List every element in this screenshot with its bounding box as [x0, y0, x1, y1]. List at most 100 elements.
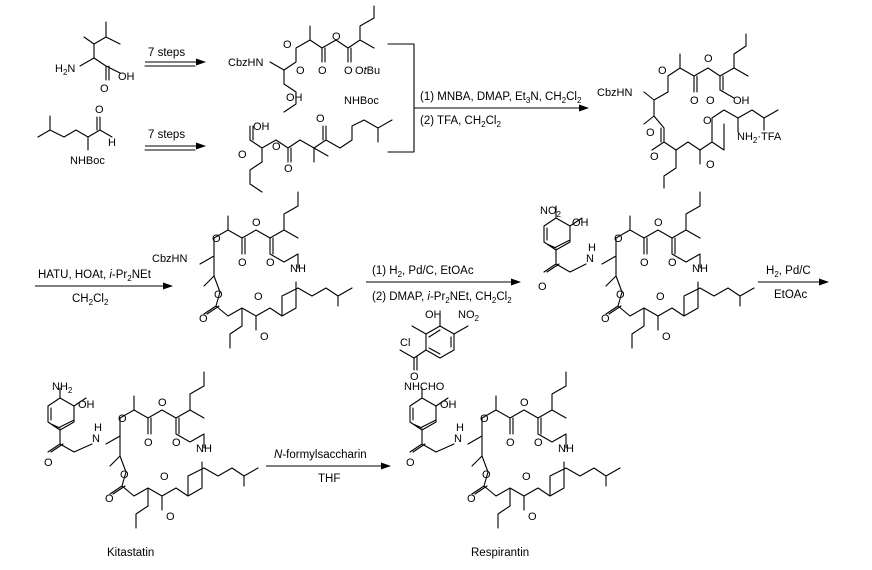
- kita-o1: O: [118, 413, 127, 425]
- nm-nh: NH: [692, 263, 708, 275]
- isoleucine-structure: H2N O OH: [55, 21, 135, 95]
- h2n-label: H2N: [55, 63, 75, 77]
- kita-o5: O: [120, 469, 129, 481]
- h2-pdc-label: H2, Pd/C: [766, 265, 811, 279]
- leucinal-structure: O H NHBoc: [37, 104, 116, 167]
- cl-label: Cl: [400, 337, 410, 349]
- resp-o3: O: [520, 397, 529, 409]
- carbonyl-o-b1: O: [238, 149, 247, 161]
- cbzhn-label-seco: CbzHN: [597, 87, 633, 99]
- acid-chloride-structure: Cl OH NO2 O: [399, 309, 480, 383]
- fragment-b-structure: OH O O O O NHBoc: [238, 95, 393, 193]
- kita-o8: O: [166, 511, 175, 523]
- kita-o7: O: [160, 471, 169, 483]
- nm-o4: O: [668, 257, 677, 269]
- nm-o1: O: [614, 233, 623, 245]
- esterification-arrow: (1) MNBA, DMAP, Et3N, CH2Cl2 (2) TFA, CH…: [414, 91, 589, 129]
- seco-o6: O: [650, 151, 659, 163]
- thf-label: THF: [318, 473, 340, 485]
- hatu-condition: HATU, HOAt, i-Pr2NEt: [38, 269, 152, 283]
- etoac-label: EtOAc: [774, 289, 807, 301]
- acid-oh: OH: [118, 71, 135, 83]
- resp-nhcho-label: NHCHO: [404, 381, 445, 393]
- resp-o5: O: [482, 469, 491, 481]
- seco-o3: O: [704, 53, 713, 65]
- kitastatin-label: Kitastatin: [107, 547, 154, 559]
- macro-o5: O: [214, 289, 223, 301]
- nhboc-label-1: NHBoc: [70, 155, 105, 167]
- resp-oh-label: OH: [440, 399, 457, 411]
- step1-condition-b: (2) TFA, CH2Cl2: [420, 115, 501, 129]
- seco-o4: O: [706, 95, 715, 107]
- seven-steps-arrow-2: 7 steps: [144, 129, 206, 151]
- seco-o2: O: [690, 95, 699, 107]
- seven-steps-label-1: 7 steps: [148, 47, 185, 59]
- resp-o1: O: [480, 413, 489, 425]
- seven-steps-arrow-1: 7 steps: [144, 47, 206, 67]
- aldehyde-o: O: [95, 104, 104, 116]
- combine-bracket: [387, 43, 415, 153]
- seco-o1: O: [658, 65, 667, 77]
- cbzhn-label-a: CbzHN: [228, 57, 264, 69]
- kita-o4: O: [172, 437, 181, 449]
- respirantin-label: Respirantin: [471, 547, 529, 559]
- macro-o4: O: [266, 257, 275, 269]
- ester-o-a2: O: [332, 31, 341, 43]
- nm-o5: O: [616, 289, 625, 301]
- ester-o-a1: O: [283, 39, 292, 51]
- formylation-arrow: N-formylsaccharin THF: [266, 449, 391, 485]
- step1-condition-a: (1) MNBA, DMAP, Et3N, CH2Cl2: [420, 91, 582, 105]
- hydroxyl-a: OH: [286, 92, 303, 104]
- resp-o6: O: [467, 493, 476, 505]
- seco-o8: O: [706, 159, 715, 171]
- nm-o8: O: [662, 331, 671, 343]
- macro-o1: O: [212, 233, 221, 245]
- hatu-solvent: CH2Cl2: [72, 293, 109, 307]
- macro-o2: O: [238, 257, 247, 269]
- acid-chloride-oh: OH: [425, 309, 442, 321]
- resp-amide-o: O: [406, 457, 415, 469]
- kita-nh2-label: NH2: [52, 381, 73, 395]
- acid-chloride-no2: NO2: [458, 309, 480, 323]
- macro-no2-label: NO2: [540, 205, 562, 219]
- macro-o8: O: [260, 331, 269, 343]
- kita-nh: NH: [196, 443, 212, 455]
- kita-o3: O: [158, 397, 167, 409]
- nhboc-label-2: NHBoc: [344, 95, 379, 107]
- aldehyde-h: H: [108, 137, 116, 149]
- ketone-o-b: O: [316, 113, 325, 125]
- otbu-label: OtBu: [355, 65, 380, 77]
- resp-nh: NH: [558, 443, 574, 455]
- carbonyl-o-b2: O: [284, 163, 293, 175]
- hydrogenation-condition-1: (1) H2, Pd/C, EtOAc: [372, 265, 474, 279]
- nm-o6: O: [601, 313, 610, 325]
- seco-acid-structure: CbzHN O O O O OH O O O O NH2·TFA: [597, 33, 782, 189]
- seven-steps-label-2: 7 steps: [148, 129, 185, 141]
- resp-o7: O: [522, 471, 531, 483]
- seco-oh: OH: [733, 95, 750, 107]
- kita-oh-label: OH: [78, 399, 95, 411]
- macro-oh-label: OH: [572, 217, 589, 229]
- nformyl-label: N-formylsaccharin: [274, 449, 367, 461]
- kita-o2: O: [144, 437, 153, 449]
- macro-amide-o: O: [538, 281, 547, 293]
- kita-o6: O: [105, 493, 114, 505]
- nm-o7: O: [656, 291, 665, 303]
- fragment-a-structure: CbzHN O O O O O OtBu OH: [228, 5, 380, 113]
- kita-amide-o: O: [44, 457, 53, 469]
- carbonyl-o-a2: O: [296, 65, 305, 77]
- nm-o2: O: [640, 257, 649, 269]
- acid-chloride-o: O: [410, 371, 419, 383]
- resp-o4: O: [534, 437, 543, 449]
- nh2-tfa-label: NH2·TFA: [737, 131, 782, 145]
- macrocycle-cbz-structure: CbzHN O O O O NH O O O O: [152, 191, 353, 349]
- nitro-reduction-arrow: H2, Pd/C EtOAc: [758, 265, 829, 301]
- seco-o5: O: [646, 127, 655, 139]
- dmap-condition-2: (2) DMAP, i-Pr2NEt, CH2Cl2: [372, 291, 512, 305]
- macro-o6: O: [199, 313, 208, 325]
